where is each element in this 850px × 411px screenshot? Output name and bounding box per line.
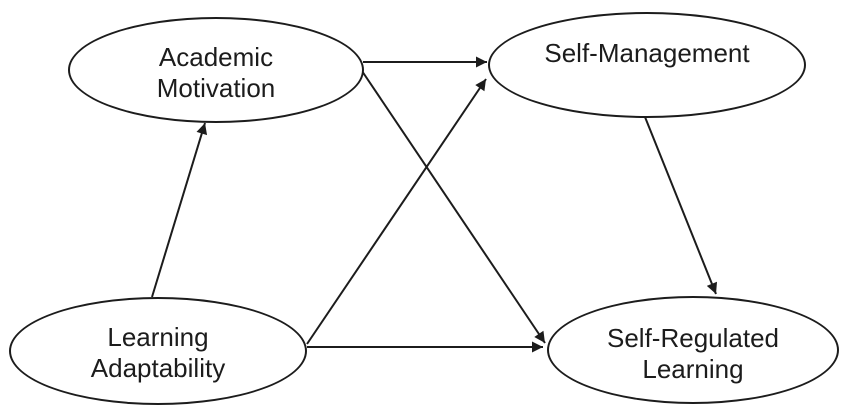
arrow-learning-adaptability-to-self-management [306, 78, 487, 345]
node-academic-motivation-label: Academic Motivation [156, 42, 276, 103]
node-learning-adaptability-label: Learning Adaptability [90, 322, 226, 383]
node-self-regulated-learning-label: Self-Regulated Learning [607, 323, 779, 384]
node-self-management: Self-Management [488, 12, 806, 118]
arrow-learning-adaptability-to-academic-motivation [151, 122, 208, 298]
arrow-academic-motivation-to-self-regulated-learning [361, 70, 546, 344]
node-self-regulated-learning: Self-Regulated Learning [547, 296, 839, 404]
node-self-management-label: Self-Management [544, 37, 750, 68]
node-academic-motivation: Academic Motivation [68, 17, 364, 123]
node-learning-adaptability: Learning Adaptability [9, 297, 307, 405]
arrow-self-management-to-self-regulated-learning [644, 116, 718, 295]
